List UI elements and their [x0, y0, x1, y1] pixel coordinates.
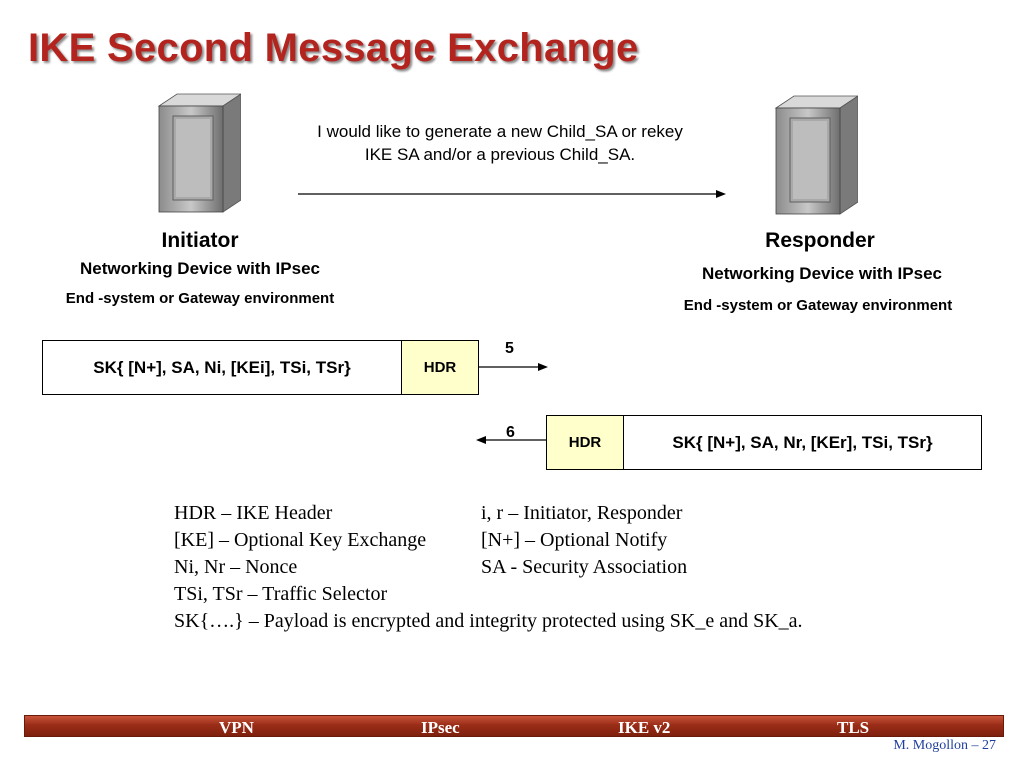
- legend-item: TSi, TSr – Traffic Selector: [174, 583, 388, 605]
- message-6-number: 6: [506, 424, 515, 441]
- initiator-title: Initiator: [161, 229, 239, 252]
- responder-subtitle: Networking Device with IPsec: [702, 264, 942, 283]
- request-arrow: [298, 190, 726, 198]
- message-5-arrow: [478, 363, 548, 371]
- footer-bar: [24, 715, 1004, 737]
- message-5-payload: SK{ [N+], SA, Ni, [KEi], TSi, TSr}: [42, 340, 402, 395]
- initiator-server-icon: [157, 93, 241, 213]
- legend-item: SA - Security Association: [481, 556, 688, 578]
- legend-item: HDR – IKE Header: [174, 502, 333, 524]
- footer-nav-ipsec[interactable]: IPsec: [421, 718, 460, 737]
- legend-sk-description: SK{….} – Payload is encrypted and integr…: [174, 610, 803, 632]
- page-title: IKE Second Message Exchange: [28, 26, 639, 70]
- footer-nav-vpn[interactable]: VPN: [219, 718, 254, 737]
- responder-title: Responder: [765, 229, 875, 252]
- message-5-header: HDR: [401, 340, 479, 395]
- request-message-line-2: IKE SA and/or a previous Child_SA.: [364, 145, 636, 164]
- request-message: I would like to generate a new Child_SA …: [250, 120, 750, 166]
- legend-left-column: HDR – IKE Header [KE] – Optional Key Exc…: [174, 500, 426, 608]
- legend-item: [N+] – Optional Notify: [481, 529, 668, 551]
- initiator-subtitle: Networking Device with IPsec: [80, 259, 320, 278]
- legend-right-column: i, r – Initiator, Responder [N+] – Optio…: [481, 500, 687, 581]
- legend-item: Ni, Nr – Nonce: [174, 556, 298, 578]
- page-number: M. Mogollon – 27: [893, 738, 996, 753]
- request-message-line-1: I would like to generate a new Child_SA …: [317, 122, 683, 141]
- legend-item: [KE] – Optional Key Exchange: [174, 529, 427, 551]
- message-5-number: 5: [505, 340, 514, 357]
- footer-nav-ikev2[interactable]: IKE v2: [618, 718, 671, 737]
- responder-server-icon: [774, 95, 858, 215]
- message-6-header: HDR: [546, 415, 624, 470]
- message-6-payload: SK{ [N+], SA, Nr, [KEr], TSi, TSr}: [623, 415, 982, 470]
- initiator-environment: End -system or Gateway environment: [65, 290, 335, 307]
- responder-environment: End -system or Gateway environment: [683, 297, 953, 314]
- footer-nav-tls[interactable]: TLS: [837, 718, 870, 737]
- message-6-arrow: [476, 436, 548, 444]
- legend-item: i, r – Initiator, Responder: [481, 502, 683, 524]
